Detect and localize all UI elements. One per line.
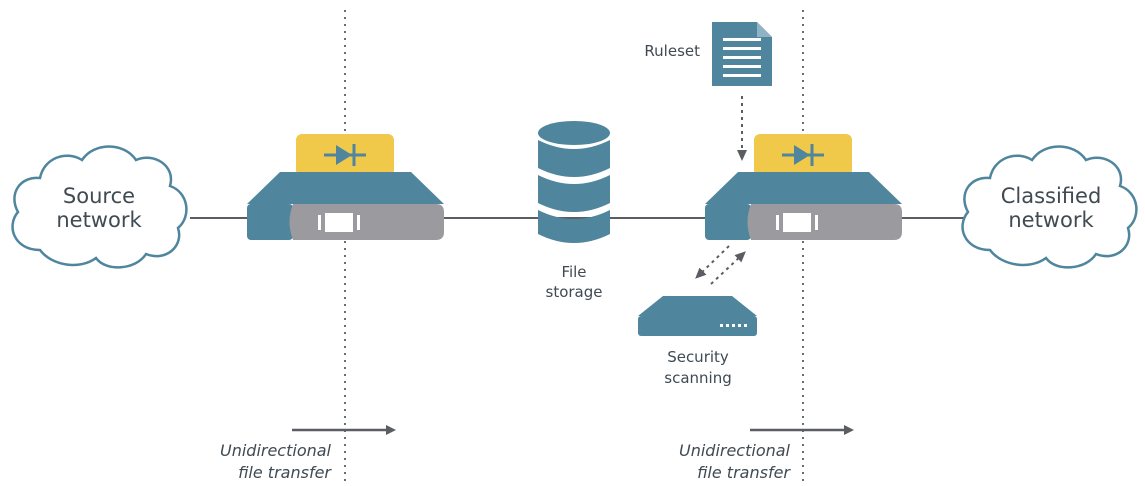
classified-network-label-line1: Classified (1001, 184, 1102, 208)
ruleset-label: Ruleset (644, 42, 700, 60)
security-scanning-label-line1: Security (667, 348, 729, 366)
database-icon (538, 121, 610, 243)
source-network-label-line2: network (56, 208, 142, 232)
source-network-cloud: Source network (11, 145, 188, 269)
source-network-label-line1: Source (63, 184, 135, 208)
diode-icon (324, 144, 366, 166)
transfer-label-line2: file transfer (238, 463, 332, 482)
gateway-device-icon (247, 172, 444, 240)
security-scanning: Security scanning (638, 245, 757, 387)
diode-icon (782, 144, 824, 166)
classified-network-label-line2: network (1008, 208, 1094, 232)
transfer-label-line1: Unidirectional (220, 441, 332, 460)
ruleset: Ruleset (644, 22, 772, 161)
file-storage: File storage (538, 121, 610, 301)
security-scanning-label-line2: scanning (664, 369, 731, 387)
gateway-device-icon (705, 172, 902, 240)
transfer-left: Unidirectional file transfer (220, 425, 396, 482)
cloud-icon (961, 145, 1138, 269)
classified-network-cloud: Classified network (961, 145, 1138, 269)
gateway-right (705, 134, 902, 240)
transfer-label-line1: Unidirectional (679, 441, 791, 460)
gateway-left (247, 134, 444, 240)
file-storage-label-line1: File (561, 263, 586, 281)
document-icon (712, 22, 772, 86)
scan-arrow-up (710, 251, 746, 285)
file-storage-label-line2: storage (546, 283, 603, 301)
transfer-right: Unidirectional file transfer (679, 425, 854, 482)
transfer-label-line2: file transfer (697, 463, 791, 482)
diode-callout (296, 134, 394, 189)
cloud-icon (11, 145, 188, 269)
scan-arrow-down (695, 245, 730, 279)
scanner-device-icon (638, 296, 757, 336)
